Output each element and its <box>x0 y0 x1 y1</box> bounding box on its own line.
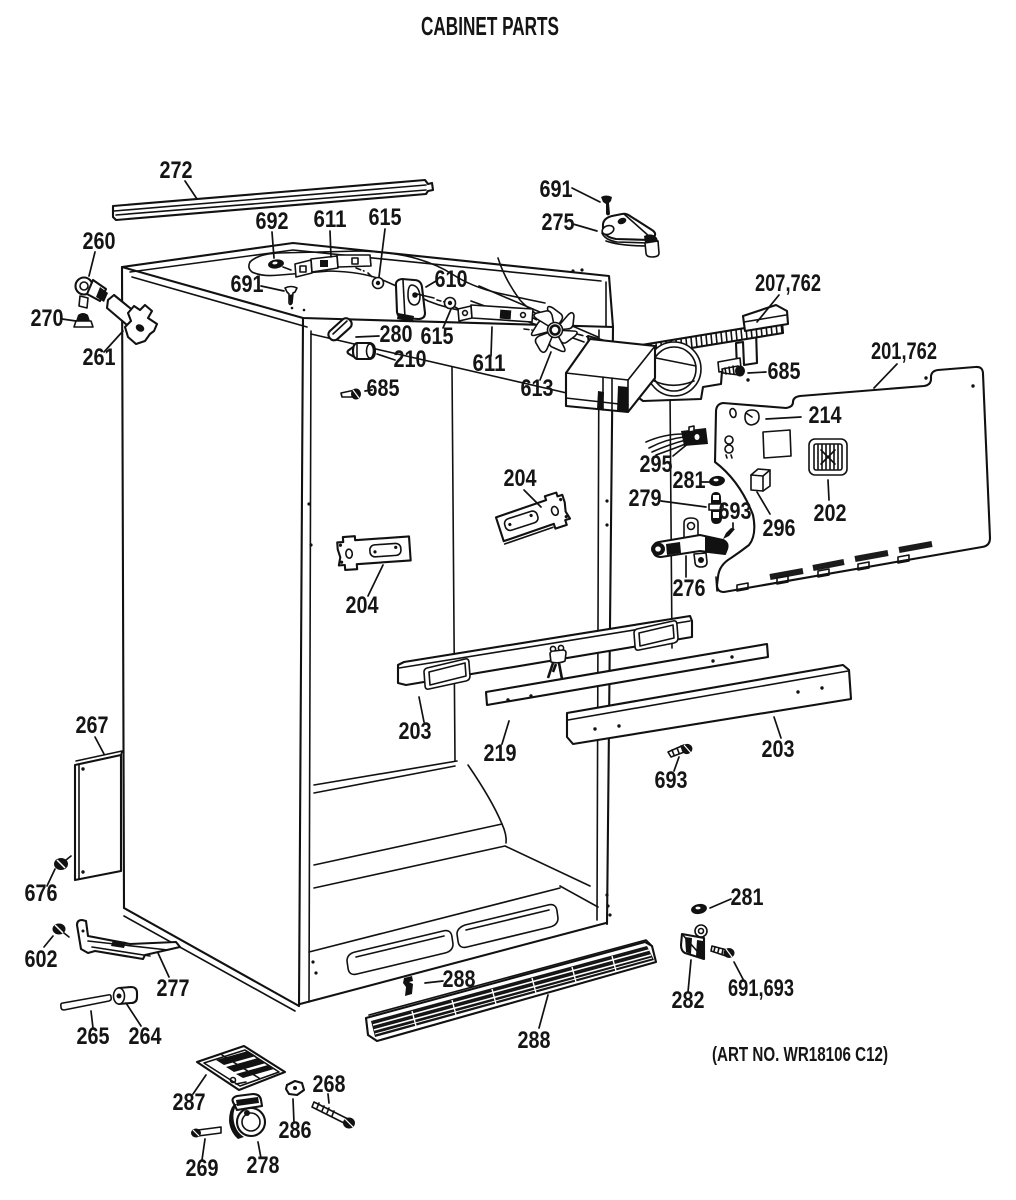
svg-text:203: 203 <box>762 736 795 763</box>
svg-text:691: 691 <box>540 176 573 203</box>
svg-text:286: 286 <box>279 1117 312 1144</box>
svg-text:691,693: 691,693 <box>728 975 794 1002</box>
svg-text:615: 615 <box>421 323 454 350</box>
svg-text:288: 288 <box>518 1027 551 1054</box>
svg-text:676: 676 <box>25 880 58 907</box>
svg-text:278: 278 <box>247 1152 280 1179</box>
svg-text:281: 281 <box>731 884 764 911</box>
svg-text:279: 279 <box>629 485 662 512</box>
svg-text:207,762: 207,762 <box>755 270 821 297</box>
svg-text:691: 691 <box>231 271 264 298</box>
svg-text:260: 260 <box>83 228 116 255</box>
svg-text:201,762: 201,762 <box>871 338 937 365</box>
svg-text:275: 275 <box>542 209 575 236</box>
svg-text:610: 610 <box>435 266 468 293</box>
svg-text:CABINET PARTS: CABINET PARTS <box>421 11 559 41</box>
svg-text:219: 219 <box>484 740 517 767</box>
svg-text:(ART NO. WR18106 C12): (ART NO. WR18106 C12) <box>712 1044 888 1066</box>
svg-text:269: 269 <box>186 1155 219 1182</box>
svg-text:268: 268 <box>313 1071 346 1098</box>
svg-text:693: 693 <box>719 498 752 525</box>
svg-text:203: 203 <box>399 718 432 745</box>
svg-text:288: 288 <box>443 966 476 993</box>
svg-text:270: 270 <box>31 305 64 332</box>
svg-text:267: 267 <box>76 712 109 739</box>
svg-text:272: 272 <box>160 157 193 184</box>
svg-text:287: 287 <box>173 1089 206 1116</box>
svg-text:295: 295 <box>640 451 673 478</box>
svg-text:204: 204 <box>504 465 538 492</box>
svg-text:281: 281 <box>673 467 706 494</box>
svg-text:693: 693 <box>655 767 688 794</box>
svg-text:615: 615 <box>369 204 402 231</box>
svg-text:204: 204 <box>346 592 380 619</box>
svg-text:261: 261 <box>83 344 116 371</box>
svg-text:602: 602 <box>25 946 58 973</box>
svg-text:282: 282 <box>672 987 705 1014</box>
svg-text:202: 202 <box>814 500 847 527</box>
svg-text:265: 265 <box>77 1023 110 1050</box>
svg-text:692: 692 <box>256 208 289 235</box>
svg-text:277: 277 <box>157 975 190 1002</box>
svg-text:685: 685 <box>367 375 400 402</box>
svg-text:613: 613 <box>521 375 554 402</box>
svg-text:264: 264 <box>129 1023 163 1050</box>
svg-text:280: 280 <box>380 321 413 348</box>
svg-text:685: 685 <box>768 358 801 385</box>
svg-text:611: 611 <box>314 206 347 233</box>
svg-text:214: 214 <box>809 402 843 429</box>
svg-text:210: 210 <box>394 346 427 373</box>
svg-text:276: 276 <box>673 575 706 602</box>
svg-text:296: 296 <box>763 515 796 542</box>
svg-text:611: 611 <box>473 350 506 377</box>
